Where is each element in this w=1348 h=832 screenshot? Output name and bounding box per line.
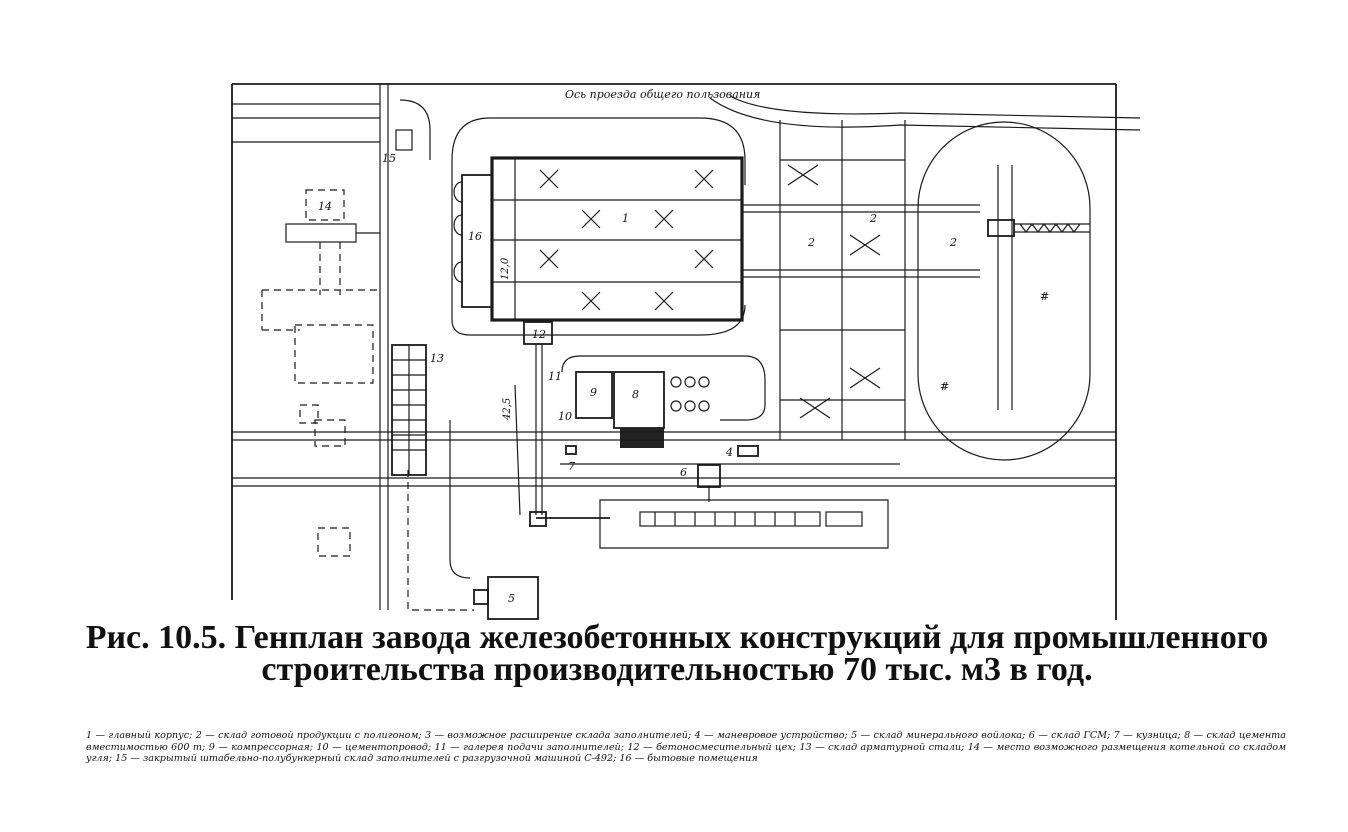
gantry-crane [987, 219, 1015, 237]
yard-mark-1: # [1040, 290, 1049, 303]
legend-item: 3 — возможное расширение склада заполнит… [425, 730, 695, 741]
building-15-aggregates [395, 129, 413, 151]
legend-item: 4 — маневровое устройство; [694, 730, 852, 741]
label-15: 15 [382, 152, 396, 165]
dimension-line [514, 384, 521, 516]
road-axis-label: Ось проезда общего пользования [565, 88, 760, 101]
label-2b: 2 [869, 212, 877, 225]
label-2a: 2 [807, 236, 815, 249]
legend-item: 11 — галерея подачи заполнителей; [434, 741, 628, 753]
boiler-reserve-area [294, 324, 374, 384]
label-5: 5 [508, 592, 515, 605]
legend-item: 8 — склад цемента вместимостью 600 т; [86, 730, 1286, 753]
boiler-annex [285, 223, 357, 243]
dashed-path-to-5 [407, 470, 474, 611]
label-12: 12 [532, 328, 546, 341]
building-16-amenities [461, 174, 493, 308]
building-13-rebar-storage [391, 344, 427, 476]
label-2c: 2 [949, 236, 957, 249]
legend-item: 1 — главный корпус; [86, 730, 196, 741]
road-top-edge-2 [729, 95, 1141, 119]
legend-item: 13 — склад арматурной стали; [799, 741, 968, 753]
building-16-bays [453, 181, 463, 283]
dimension-42-5: 42,5 [502, 398, 513, 421]
building-4-shunting [737, 445, 759, 457]
legend-item: 10 — цементопровод; [316, 741, 435, 753]
road-top-edge-1 [709, 97, 1141, 131]
legend-item: 5 — склад минерального войлока; [851, 730, 1029, 741]
label-4: 4 [725, 446, 733, 459]
building-7-forge [565, 445, 577, 455]
legend-item: 14 — место возможного размещения котельн… [86, 741, 1287, 765]
label-11: 11 [548, 370, 562, 383]
label-6: 6 [680, 466, 687, 479]
label-16: 16 [468, 230, 482, 243]
building-5-annex [473, 589, 489, 605]
figure-legend: 1 — главный корпус; 2 — склад готовой пр… [86, 730, 1286, 765]
legend-item: 6 — склад ГСМ; [1028, 730, 1114, 741]
reserve-small-3 [317, 527, 351, 557]
label-7: 7 [568, 460, 575, 473]
unloading-station [697, 464, 721, 488]
legend-item: 16 — бытовые помещения [619, 753, 758, 764]
oval-storage-yard [917, 121, 1091, 461]
road-to-5 [449, 420, 471, 579]
legend-item: 15 — закрытый штабельно-полубункерный ск… [115, 753, 620, 764]
aggregates-storage-3 [599, 499, 889, 549]
aggregates-bunkers [639, 511, 863, 527]
legend-item: 7 — кузница; [1113, 730, 1185, 741]
reserve-small-1 [299, 404, 319, 424]
building-8-cement-storage [613, 371, 665, 429]
building-1-main [490, 156, 744, 322]
building-9-compressor [575, 371, 613, 419]
building-14-boiler-site [305, 189, 345, 221]
label-10: 10 [558, 410, 572, 423]
road-around-cement [561, 355, 766, 421]
figure-caption: Рис. 10.5. Генплан завода железобетонных… [85, 619, 1269, 688]
cement-conveyor-hatch [620, 428, 664, 448]
legend-item: 2 — склад готовой продукции с полигоном; [195, 730, 425, 741]
label-1: 1 [622, 212, 629, 225]
road-curve-left [399, 99, 431, 160]
crane-marks [539, 169, 714, 311]
label-13: 13 [430, 352, 444, 365]
transfer-node [529, 511, 547, 527]
boiler-dashed-area [261, 242, 380, 331]
site-plan-drawing: Ось проезда общего пользования 1 12,0 16… [231, 83, 1141, 620]
road-around-main [451, 117, 746, 185]
legend-item: 9 — компрессорная; [208, 741, 317, 753]
cement-silos [670, 376, 710, 412]
reserve-small-2 [314, 419, 346, 447]
crane-boom [1014, 223, 1090, 233]
finished-goods-yard [742, 120, 980, 440]
label-8: 8 [632, 388, 639, 401]
building-12-concrete-mixing [523, 321, 553, 345]
legend-item: 12 — бетоносмесительный цех; [627, 741, 800, 753]
yard-mark-2: # [940, 380, 949, 393]
label-14: 14 [318, 200, 332, 213]
label-9: 9 [590, 386, 597, 399]
dimension-12: 12,0 [500, 257, 511, 280]
